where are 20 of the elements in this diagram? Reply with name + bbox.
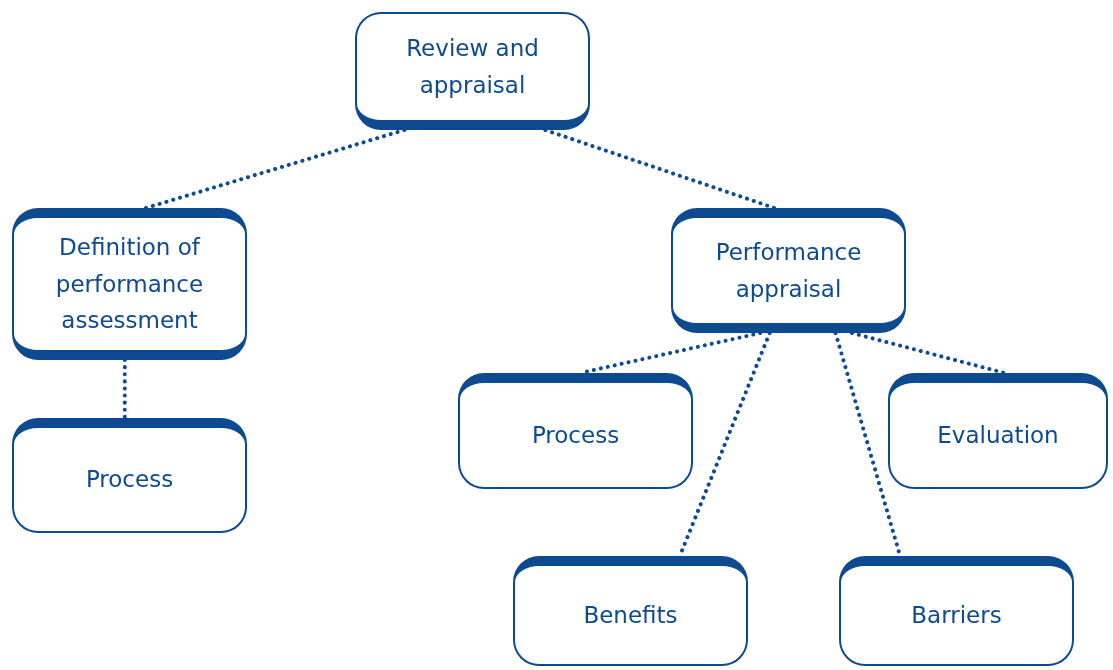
rounded-box [671, 208, 906, 333]
rounded-box [513, 556, 748, 666]
box-label: Definition of performance assessment [54, 232, 205, 336]
box-label: Barriers [911, 600, 1002, 630]
box-label: Benefits [583, 600, 678, 630]
rounded-box [458, 373, 693, 489]
rounded-box [888, 373, 1108, 489]
dotted-connector [849, 331, 1007, 375]
rounded-box [839, 556, 1074, 666]
dotted-connector [143, 128, 407, 210]
rounded-box [12, 208, 247, 360]
box-label: Evaluation [937, 420, 1059, 450]
dotted-connector [543, 128, 777, 210]
dotted-connector [122, 358, 127, 420]
box-label: Performance appraisal [714, 237, 863, 304]
box-label: Process [85, 465, 174, 495]
box-label: Review and appraisal [405, 34, 540, 100]
box-label: Process [531, 420, 620, 450]
rounded-box [12, 418, 247, 533]
rounded-box [355, 12, 590, 130]
